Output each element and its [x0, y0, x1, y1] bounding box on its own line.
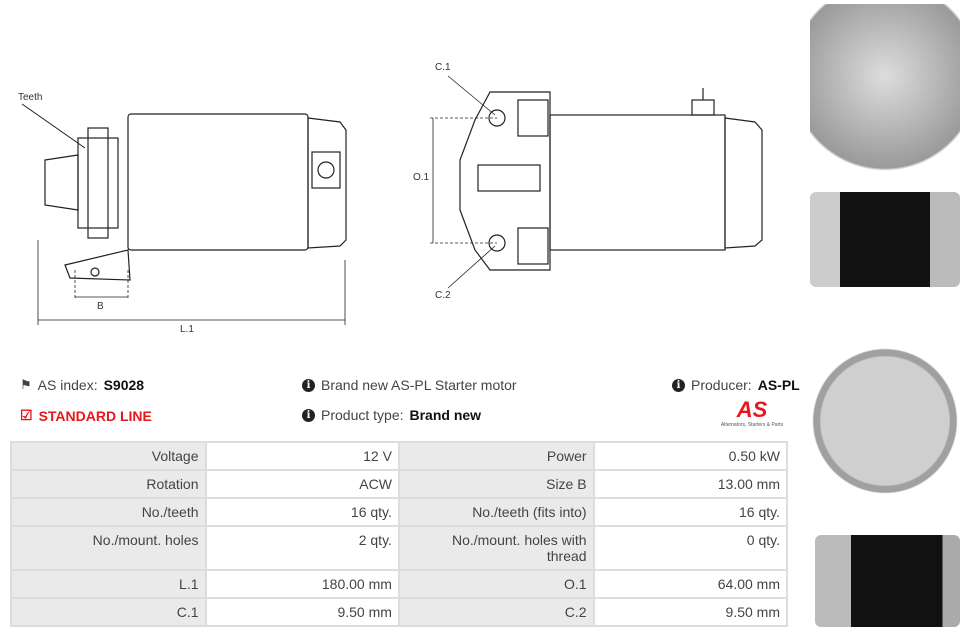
info-icon: i [672, 378, 685, 392]
spec-label: No./teeth [10, 497, 207, 527]
spec-value: ACW [204, 469, 400, 499]
spec-label: Size B [397, 469, 595, 499]
as-pl-logo: AS Alternators, Starters & Parts [720, 397, 784, 429]
info-icon: i [302, 408, 315, 422]
spec-value: 180.00 mm [204, 569, 400, 599]
spec-value: 9.50 mm [204, 597, 400, 627]
spec-value: 64.00 mm [592, 569, 789, 599]
checkbox-icon: ☑ [20, 407, 33, 423]
o1-label: O.1 [413, 172, 430, 183]
front-view-drawing [430, 75, 763, 289]
spec-value: 0 qty. [592, 525, 789, 571]
spec-label: Power [397, 441, 595, 471]
product-photo-gear-end[interactable] [810, 4, 960, 184]
spec-label: L.1 [10, 569, 207, 599]
spec-label: No./teeth (fits into) [397, 497, 595, 527]
spec-label: C.1 [10, 597, 207, 627]
tags-icon: ⚑ [20, 377, 32, 392]
as-index: ⚑ AS index:S9028 [20, 377, 145, 393]
spec-value: 16 qty. [204, 497, 400, 527]
spec-value: 0.50 kW [592, 441, 789, 471]
spec-label: O.1 [397, 569, 595, 599]
spec-label: Rotation [10, 469, 207, 499]
side-view-drawing [21, 103, 347, 325]
spec-label: Voltage [10, 441, 207, 471]
teeth-label: Teeth [18, 92, 43, 103]
l1-dimension-label: L.1 [180, 324, 194, 335]
spec-label: C.2 [397, 597, 595, 627]
product-photo-rear[interactable] [810, 300, 960, 520]
c2-label: C.2 [435, 290, 451, 301]
spec-value: 16 qty. [592, 497, 789, 527]
spec-value: 2 qty. [204, 525, 400, 571]
standard-line: ☑ STANDARD LINE [20, 407, 152, 424]
c1-label: C.1 [435, 62, 451, 73]
spec-label: No./mount. holes [10, 525, 207, 571]
b-dimension-label: B [97, 301, 104, 312]
as-index-value: S9028 [103, 377, 145, 393]
product-photo-side[interactable] [810, 192, 960, 287]
spec-value: 9.50 mm [592, 597, 789, 627]
spec-value: 13.00 mm [592, 469, 789, 499]
info-icon: i [302, 378, 315, 392]
spec-value: 12 V [204, 441, 400, 471]
spec-label: No./mount. holes with thread [397, 525, 595, 571]
product-photo-label-side[interactable] [815, 535, 960, 627]
